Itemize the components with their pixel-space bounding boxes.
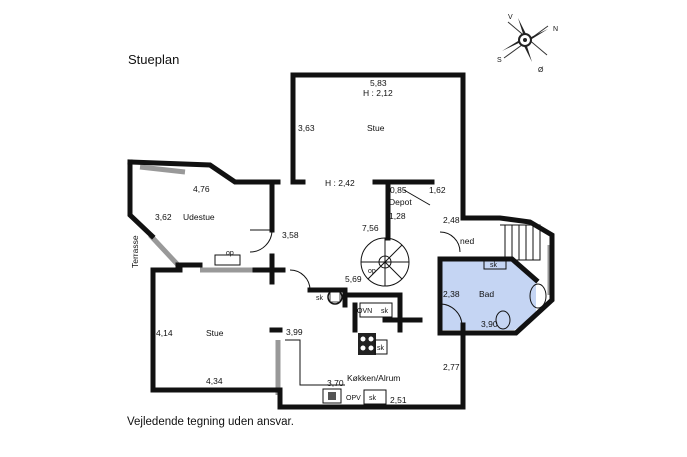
bathtub-icon — [529, 283, 547, 309]
label-stue-low-d: 4,14 — [156, 328, 173, 338]
compass-icon: V N S Ø — [497, 14, 558, 74]
label-sk5: sk — [490, 262, 498, 269]
label-kitchen-bottom: 2,51 — [390, 395, 407, 405]
room-labels: 5,83 H : 2,12 3,63 Stue H : 2,42 0,85 1,… — [130, 78, 498, 405]
compass-n: N — [553, 26, 558, 33]
plan-title: Stueplan — [128, 52, 180, 67]
label-ned: ned — [460, 236, 474, 246]
label-stue-top-width: 5,83 — [370, 78, 387, 88]
sink-icon — [322, 388, 342, 404]
label-sk4: sk — [369, 395, 377, 402]
label-depot-name: Depot — [389, 197, 412, 207]
label-depot-right: 2,48 — [443, 215, 460, 225]
stove-icon — [358, 333, 376, 355]
label-sk3: sk — [377, 345, 385, 352]
label-depot-w2: 1,62 — [429, 185, 446, 195]
windows — [127, 72, 553, 410]
label-ovn: OVN — [357, 308, 372, 315]
label-op1: op — [226, 250, 234, 257]
label-stue-low-name: Stue — [206, 328, 224, 338]
label-kitchen-right: 2,77 — [443, 362, 460, 372]
label-hall-w: 5,69 — [345, 274, 362, 284]
label-depot-w1: 0,85 — [390, 185, 407, 195]
compass-v: V — [508, 14, 513, 21]
label-terrasse: Terrasse — [130, 235, 140, 268]
label-stue-low-w: 4,34 — [206, 376, 223, 386]
label-depot-d: 1,28 — [389, 211, 406, 221]
fixtures — [322, 258, 547, 405]
fan-icon — [327, 289, 343, 305]
label-kitchen-top: 3,99 — [286, 327, 303, 337]
disclaimer: Vejledende tegning uden ansvar. — [127, 416, 294, 428]
label-kitchen-name: Køkken/Alrum — [347, 373, 400, 383]
label-bad-w: 3,90 — [481, 319, 498, 329]
label-hall-height: H : 2,42 — [325, 178, 355, 188]
toilet-icon — [495, 310, 511, 330]
walls — [127, 72, 555, 410]
details — [214, 189, 541, 386]
label-bad-d: 2,38 — [443, 289, 460, 299]
bathroom-area — [440, 259, 536, 330]
label-stue-top-name: Stue — [367, 123, 385, 133]
compass-s: S — [497, 57, 502, 64]
label-sk1: sk — [316, 295, 324, 302]
label-op2: op — [368, 268, 376, 275]
label-udestue-w: 4,76 — [193, 184, 210, 194]
label-stue-top-depth: 3,63 — [298, 123, 315, 133]
label-corridor: 3,58 — [282, 230, 299, 240]
compass-o: Ø — [538, 67, 544, 74]
label-udestue-d: 3,62 — [155, 212, 172, 222]
label-stair-len: 7,56 — [362, 223, 379, 233]
label-udestue-name: Udestue — [183, 212, 215, 222]
label-kitchen-mid: 3,70 — [327, 378, 344, 388]
label-bad-name: Bad — [479, 289, 494, 299]
label-stue-top-height: H : 2,12 — [363, 88, 393, 98]
label-sk2: sk — [381, 308, 389, 315]
spiral-staircase — [360, 237, 410, 287]
label-opv: OPV — [346, 395, 361, 402]
